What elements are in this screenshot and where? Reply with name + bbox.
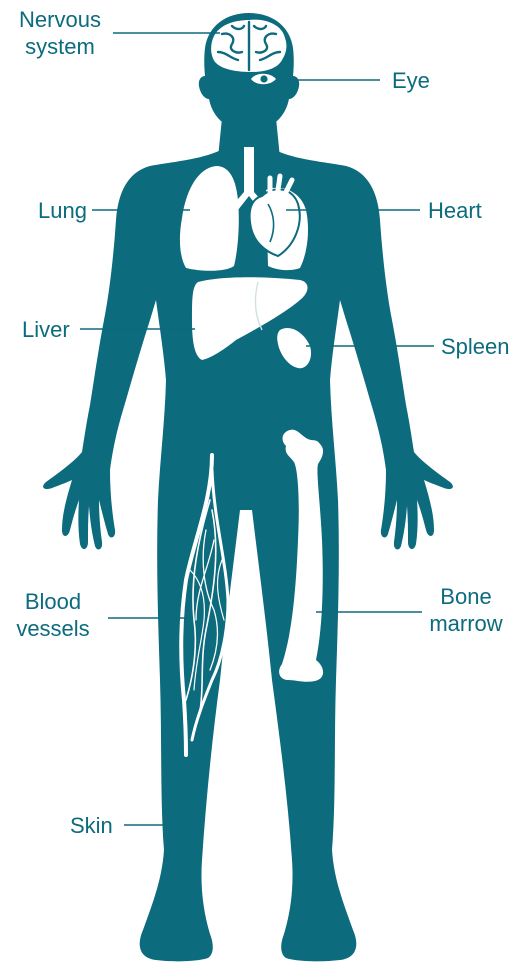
label-liver: Liver <box>22 316 70 343</box>
label-blood-line1: Blood <box>6 588 100 615</box>
label-nervous-system: Nervous system <box>10 6 110 60</box>
label-eye: Eye <box>392 67 430 94</box>
label-bone-line1: Bone <box>424 583 508 610</box>
label-skin: Skin <box>70 812 113 839</box>
label-blood-line2: vessels <box>6 615 100 642</box>
label-nervous-line1: Nervous <box>10 6 110 33</box>
brain-icon <box>211 20 286 72</box>
label-heart: Heart <box>428 197 482 224</box>
torso-and-arms <box>43 150 453 961</box>
label-bone-line2: marrow <box>424 610 508 637</box>
label-bone-marrow: Bone marrow <box>424 583 508 637</box>
label-spleen: Spleen <box>441 333 510 360</box>
label-blood-vessels: Blood vessels <box>6 588 100 642</box>
label-lung: Lung <box>38 197 87 224</box>
label-nervous-line2: system <box>10 33 110 60</box>
